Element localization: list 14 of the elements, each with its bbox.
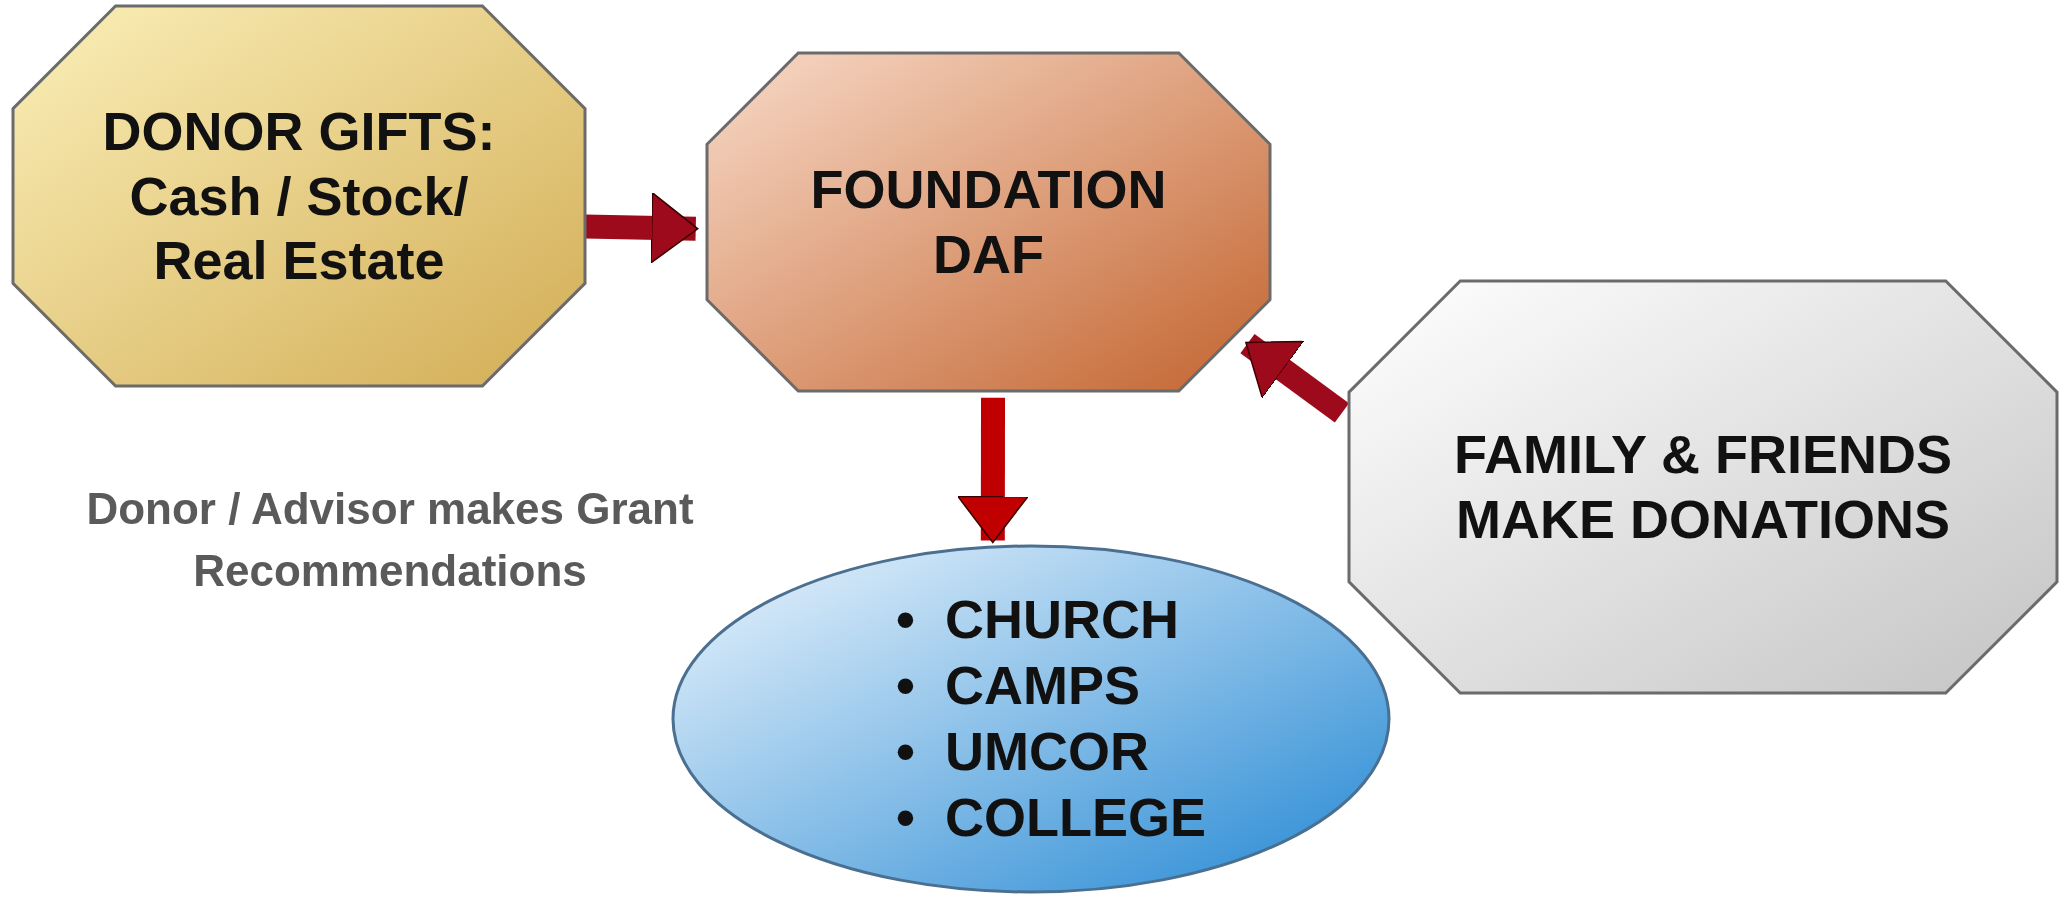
- list-item: • CAMPS: [896, 654, 1141, 718]
- octagon-node: [707, 53, 1270, 391]
- octagon-node: [1349, 281, 2057, 693]
- list-item: • CHURCH: [896, 588, 1180, 652]
- node-label: FAMILY & FRIENDS MAKE DONATIONS: [1452, 423, 1954, 551]
- note-text: Donor / Advisor makes Grant Recommendations: [85, 483, 695, 597]
- node-label: FOUNDATION DAF: [809, 158, 1168, 286]
- ellipse-node: [671, 544, 1391, 894]
- block-arrow: [957, 397, 1029, 544]
- node-label: DONOR GIFTS: Cash / Stock/ Real Estate: [101, 99, 497, 293]
- octagon-node: [13, 6, 585, 386]
- list-item: • UMCOR: [896, 720, 1150, 783]
- block-arrow: [1240, 334, 1349, 423]
- list-item: • COLLEGE: [896, 785, 1206, 849]
